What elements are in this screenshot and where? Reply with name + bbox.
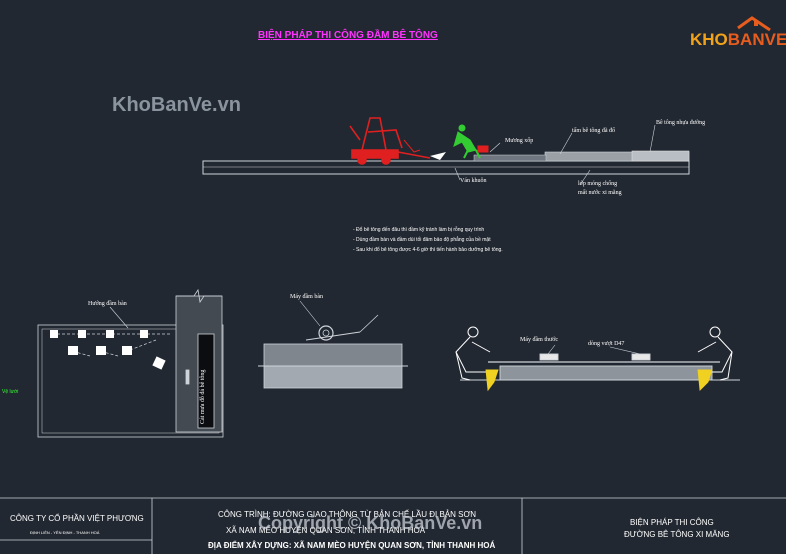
label-pipe: dòng vượt D47 bbox=[588, 341, 625, 347]
label-direction: Hướng đầm bàn bbox=[88, 301, 127, 307]
khobanve-logo: KHOBANVE bbox=[690, 14, 786, 56]
drawing-name-1: BIỆN PHÁP THI CÔNG bbox=[630, 518, 714, 527]
note-2: - Dùng đầm bàn và đầm dùi tối đảm bảo độ… bbox=[353, 237, 491, 243]
project-name-line2: XÃ NAM MÈO HUYỆN QUAN SƠN, TỈNH THANH HO… bbox=[226, 526, 426, 535]
worker-left bbox=[455, 326, 491, 381]
house-icon bbox=[737, 16, 771, 32]
note-1: - Đổ bê tông đến đâu thì đầm kỹ tránh là… bbox=[353, 227, 485, 233]
trowel-icon bbox=[430, 152, 446, 160]
company-name: CÔNG TY CỔ PHẦN VIỆT PHƯƠNG bbox=[10, 514, 144, 523]
watermark-text: KhoBanVe.vn bbox=[112, 94, 241, 116]
label-green: Vệ lưới bbox=[2, 389, 19, 395]
label-base2: mất nước xi măng bbox=[578, 190, 622, 196]
screed-section bbox=[455, 326, 740, 392]
worker-figure bbox=[453, 124, 489, 159]
road-profile bbox=[202, 117, 690, 186]
label-smoothing: tấm bê tông đã đổ bbox=[572, 128, 615, 134]
plan-view bbox=[37, 288, 224, 438]
drawing-title: BIỆN PHÁP THI CÔNG ĐẦM BÊ TÔNG bbox=[258, 30, 438, 41]
note-3: - Sau khi đổ bê tông được 4-6 giờ thì ti… bbox=[353, 247, 503, 253]
title-block bbox=[0, 497, 786, 554]
label-plank: Ván khuôn bbox=[460, 178, 487, 184]
label-side-text: Cát mưa đỗ đá bê tông bbox=[200, 369, 206, 424]
label-gravel: Mương xốp bbox=[505, 138, 534, 144]
copyright-watermark: Copyright © KhoBanVe.vn bbox=[258, 513, 483, 533]
label-screed: Máy đầm thước bbox=[520, 337, 559, 343]
logo-part-banve: BANVE bbox=[727, 30, 786, 49]
logo-part-kho: KHO bbox=[690, 30, 728, 49]
worker-right bbox=[697, 326, 733, 381]
project-location: ĐỊA ĐIỂM XÂY DỰNG: XÃ NAM MÈO HUYỆN QUAN… bbox=[208, 541, 496, 550]
mixer-machine bbox=[349, 117, 431, 165]
label-vibrator: Máy đầm bàn bbox=[290, 294, 323, 300]
vibrator-section bbox=[258, 300, 408, 389]
drawing-name-2: ĐƯỜNG BÊ TÔNG XI MĂNG bbox=[624, 530, 730, 539]
company-address: ĐỊNH LIÊN - YÊN ĐỊNH - THANH HOÁ bbox=[30, 530, 100, 535]
label-base: lớp móng chống bbox=[578, 181, 618, 187]
project-name: CÔNG TRÌNH: ĐƯỜNG GIAO THÔNG TỪ BẢN CHẾ … bbox=[218, 510, 477, 519]
label-concrete-band: Bê tông nhựa đường bbox=[656, 120, 706, 126]
